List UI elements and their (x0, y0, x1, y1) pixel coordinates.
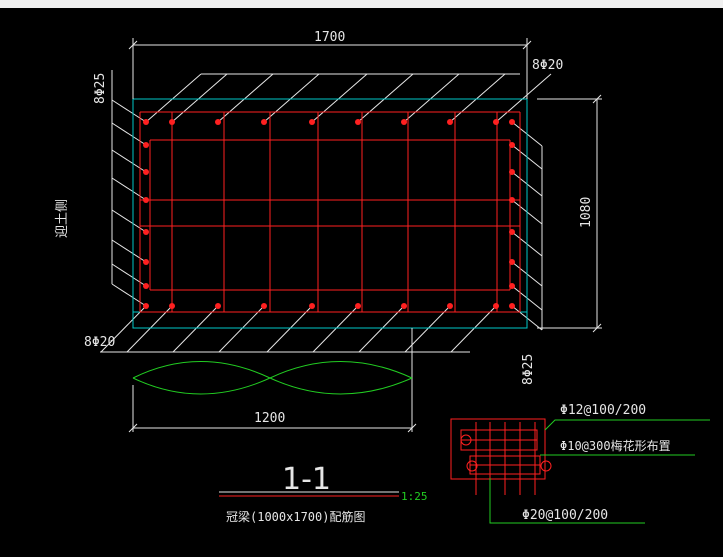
rebar-dot (143, 303, 149, 309)
rebar-dot (215, 119, 221, 125)
rebar-dot (143, 229, 149, 235)
rebar-dot (143, 169, 149, 175)
window-top-bar (0, 0, 723, 8)
dim-top-text: 1700 (314, 30, 345, 45)
dim-bottom-text: 1200 (254, 411, 285, 426)
rebar-points (143, 119, 515, 309)
rebar-dot (509, 303, 515, 309)
section-mark: 1-1 (282, 462, 331, 497)
detail-drawing (450, 418, 552, 495)
rebar-dot (143, 119, 149, 125)
rebar-dot (355, 303, 361, 309)
rebar-dot (509, 142, 515, 148)
rebar-dot (493, 303, 499, 309)
callout-3: Φ20@100/200 (522, 508, 608, 523)
rebar-dot (401, 119, 407, 125)
rebar-dot (447, 119, 453, 125)
rebar-dot (143, 142, 149, 148)
dimension-bottom (128, 328, 417, 433)
callout-1: Φ12@100/200 (560, 403, 646, 418)
rebar-dot (509, 169, 515, 175)
label-bottom-left: 8Φ20 (84, 335, 115, 350)
rebar-dot (143, 259, 149, 265)
rebar-dot (447, 303, 453, 309)
dimension-right (537, 94, 602, 333)
label-side: 迎土侧 (55, 199, 70, 238)
rebar-dot (215, 303, 221, 309)
rebar-dot (355, 119, 361, 125)
rebar-dot (509, 259, 515, 265)
label-top-left: 8Φ25 (93, 73, 108, 104)
dim-right-text: 1080 (579, 197, 594, 228)
leader-lines (100, 70, 552, 353)
rebar-dot (169, 119, 175, 125)
label-bottom-right: 8Φ25 (521, 354, 536, 385)
rebar-dot (309, 119, 315, 125)
rebar-dot (261, 119, 267, 125)
callout-2: Φ10@300梅花形布置 (560, 438, 671, 453)
beam-outline (132, 98, 528, 329)
rebar-dot (493, 119, 499, 125)
rebar-dot (509, 229, 515, 235)
caption: 冠梁(1000x1700)配筋图 (226, 509, 365, 524)
rebar-dot (509, 197, 515, 203)
break-line (132, 361, 413, 395)
label-top-right: 8Φ20 (532, 58, 563, 73)
callout-lines (489, 419, 710, 524)
rebar-dot (509, 119, 515, 125)
rebar-cage (139, 111, 521, 313)
scale-text: 1:25 (401, 490, 428, 503)
rebar-dot (509, 283, 515, 289)
rebar-dot (143, 197, 149, 203)
rebar-dot (169, 303, 175, 309)
rebar-dot (401, 303, 407, 309)
rebar-dot (309, 303, 315, 309)
rebar-dot (261, 303, 267, 309)
dimension-top (128, 38, 532, 99)
rebar-dot (143, 283, 149, 289)
